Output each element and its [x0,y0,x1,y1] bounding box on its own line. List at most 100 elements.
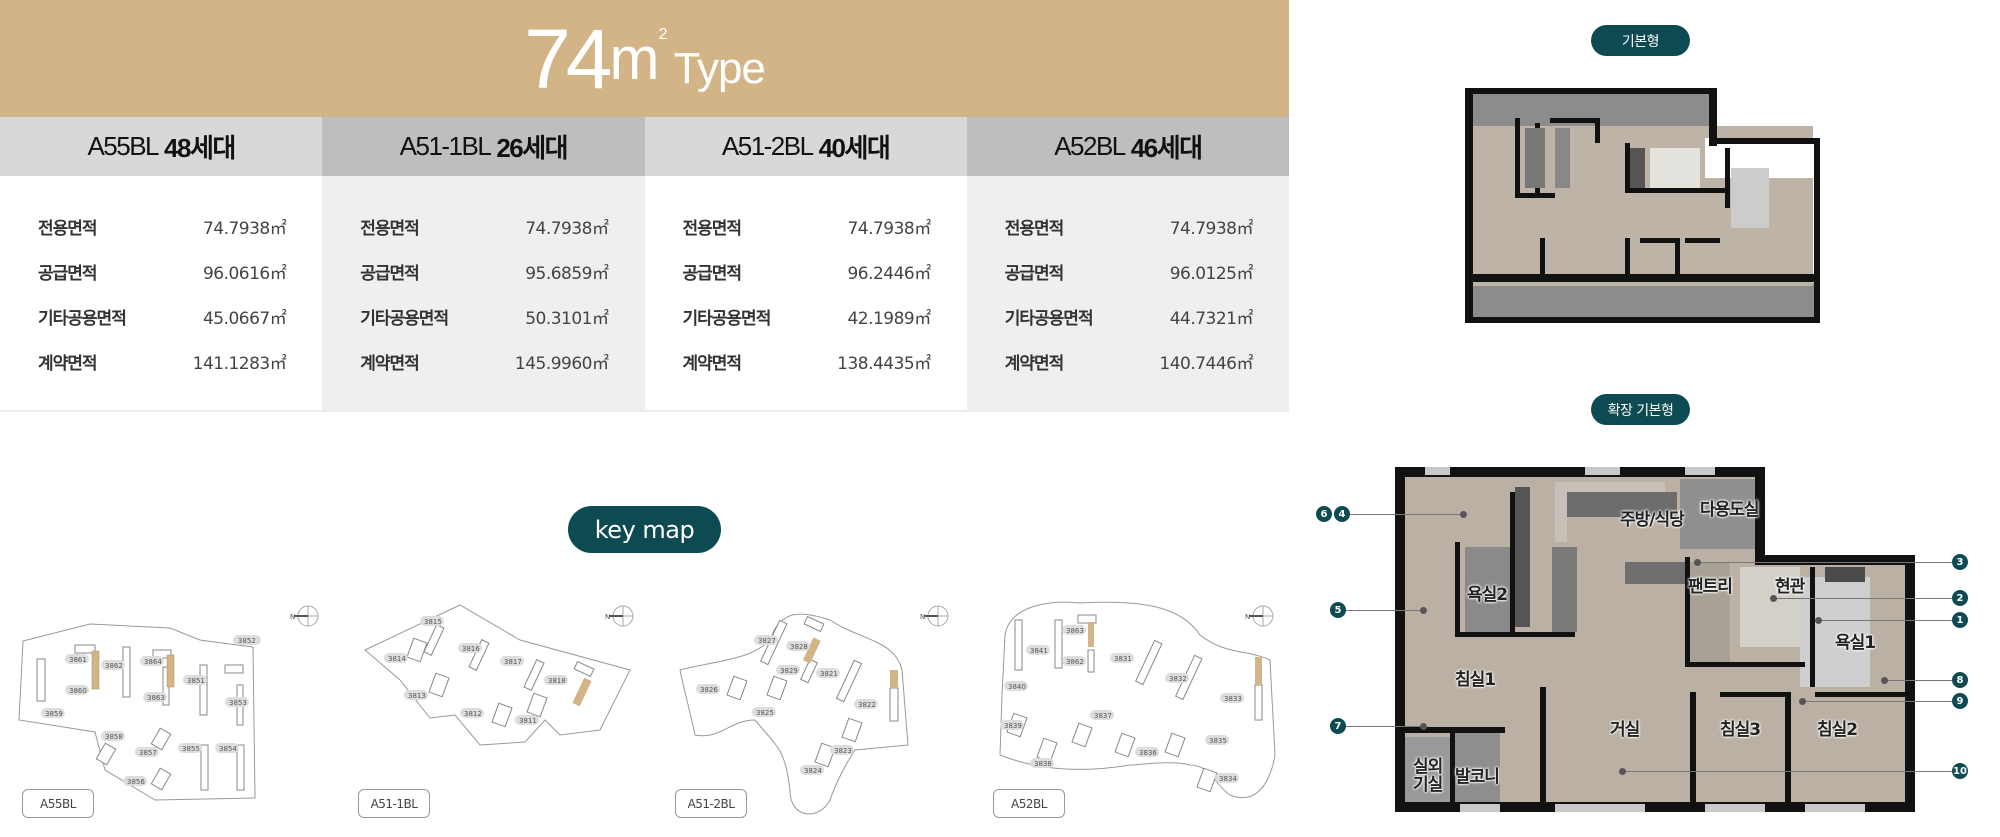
callout-dot [1619,768,1626,775]
svg-text:3825: 3825 [756,709,774,717]
site-label-a52bl: A52BL [993,789,1065,818]
type-label: Type [673,43,766,93]
extended-plan-tab[interactable]: 확장 기본형 [1591,394,1690,425]
svg-text:3835: 3835 [1209,737,1227,745]
svg-text:3837: 3837 [1094,712,1112,720]
callout-leader [1622,771,1952,772]
callout-leader [1342,726,1422,727]
callout-badge-6: 6 [1316,506,1332,522]
north-compass-icon: N [605,603,635,629]
callout-dot [1420,607,1427,614]
svg-text:3840: 3840 [1008,683,1026,691]
svg-text:3851: 3851 [187,677,205,685]
callout-dot [1881,677,1888,684]
svg-text:3838: 3838 [1034,760,1052,768]
svg-text:3834: 3834 [1219,775,1237,783]
svg-text:3857: 3857 [139,749,157,757]
svg-text:3863: 3863 [147,694,165,702]
site-map-a51-1bl: 3815 3816 3814 3817 3818 3813 3812 3811 [360,600,640,760]
svg-text:3833: 3833 [1224,695,1242,703]
callout-dot [1420,723,1427,730]
callout-dot [1770,595,1777,602]
svg-text:3832: 3832 [1169,675,1187,683]
svg-text:3855: 3855 [182,745,200,753]
svg-text:3854: 3854 [219,745,237,753]
room-label-bedroom3: 침실3 [1720,720,1761,740]
callout-badge-1: 1 [1952,612,1968,628]
callout-dot [1460,511,1467,518]
svg-text:3817: 3817 [504,658,522,666]
svg-text:3862: 3862 [1066,658,1084,666]
room-label-pantry: 팬트리 [1688,577,1733,597]
room-label-outdoor-unit: 실외 기실 [1413,757,1443,795]
key-map-button[interactable]: key map [568,506,721,553]
north-compass-icon: N [920,603,950,629]
callout-leader [1773,598,1952,599]
room-label-entrance: 현관 [1775,577,1805,597]
svg-text:3818: 3818 [548,677,566,685]
svg-text:3861: 3861 [69,656,87,664]
svg-text:3863: 3863 [1066,627,1084,635]
svg-text:3815: 3815 [424,618,442,626]
svg-text:3821: 3821 [820,670,838,678]
svg-text:3811: 3811 [519,717,537,725]
callout-badge-3: 3 [1952,554,1968,570]
type-size-number: 74 [524,11,612,106]
site-map-a55bl: 3852 3861 3862 3864 3851 3860 3863 3853 … [15,595,325,805]
svg-text:3812: 3812 [464,710,482,718]
callout-badge-9: 9 [1952,693,1968,709]
callout-badge-10: 10 [1952,763,1968,779]
svg-text:3829: 3829 [780,667,798,675]
room-label-balcony: 발코니 [1455,767,1500,787]
svg-text:3864: 3864 [144,658,162,666]
basic-plan-tab[interactable]: 기본형 [1591,25,1690,56]
room-label-bedroom2: 침실2 [1817,720,1858,740]
callout-leader [1884,680,1952,681]
callout-leader [1342,610,1422,611]
callout-dot [1815,617,1822,624]
callout-badge-2: 2 [1952,590,1968,606]
callout-badge-8: 8 [1952,672,1968,688]
svg-text:3816: 3816 [462,645,480,653]
site-label-a51-2bl: A51-2BL [675,789,747,818]
svg-text:3822: 3822 [858,701,876,709]
callout-dot [1799,698,1806,705]
svg-text:3852: 3852 [238,637,256,645]
callout-leader [1818,620,1952,621]
svg-text:3859: 3859 [45,710,63,718]
extended-floor-plan: 주방/식당 다용도실 팬트리 현관 욕실2 욕실1 침실1 거실 침실3 침실2… [1395,467,1915,816]
room-label-bath1: 욕실1 [1835,633,1876,653]
site-map-a51-2bl: 3827 3828 3829 3821 3826 3822 3825 3823 … [670,600,930,825]
svg-text:N: N [920,613,925,621]
room-label-bedroom1: 침실1 [1455,670,1496,690]
callout-leader [1697,562,1952,563]
svg-text:3841: 3841 [1030,647,1048,655]
callout-badge-4: 4 [1334,506,1350,522]
svg-text:3831: 3831 [1114,655,1132,663]
svg-text:3824: 3824 [804,767,822,775]
room-label-living: 거실 [1610,720,1640,740]
callout-badge-7: 7 [1330,718,1346,734]
